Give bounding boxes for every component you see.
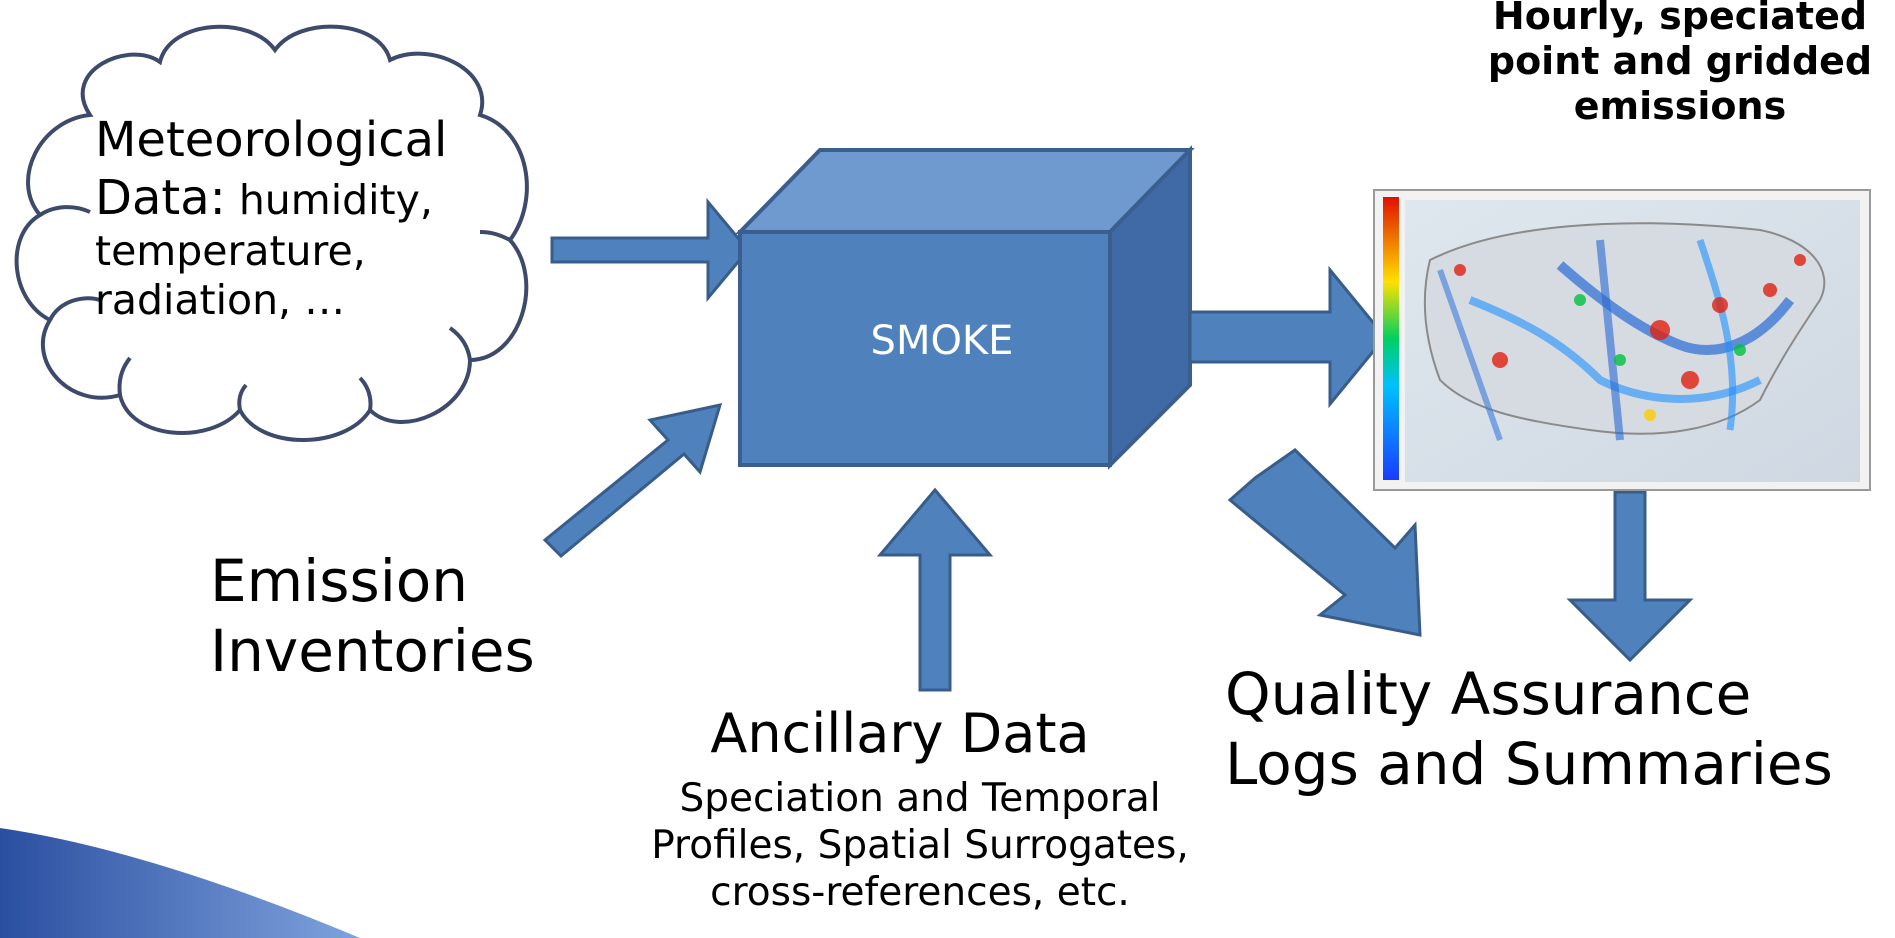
arrow-ancillary-to-smoke xyxy=(876,487,994,692)
arrow-smoke-to-emissions-map xyxy=(1188,265,1387,409)
meteorological-data-detail-line3: radiation, … xyxy=(95,276,346,325)
output-emissions-line1: Hourly, speciated xyxy=(1492,0,1868,38)
cloud-shape xyxy=(14,24,529,442)
arrow-emissions-map-to-quality-assurance xyxy=(1566,490,1694,663)
arrow-emissions-to-smoke xyxy=(542,403,723,559)
arrow-smoke-to-quality-assurance xyxy=(1227,448,1422,637)
meteorological-data-title-line1: Meteorological xyxy=(95,112,448,168)
arrow-meteorology-to-smoke xyxy=(550,197,750,303)
emission-inventories-line1: Emission xyxy=(210,547,469,615)
smoke-box-front xyxy=(738,230,1112,467)
quality-assurance-line1: Quality Assurance xyxy=(1225,660,1752,728)
emission-inventories-label: Emission Inventories xyxy=(210,547,610,686)
ancillary-desc-line2: Profiles, Spatial Surrogates, xyxy=(651,822,1189,868)
ancillary-data-title: Ancillary Data xyxy=(710,702,1090,765)
quality-assurance-line2: Logs and Summaries xyxy=(1225,729,1833,798)
meteorological-data-title-line2: Data xyxy=(95,169,210,226)
ancillary-desc-line3: cross-references, etc. xyxy=(710,869,1130,915)
slide-accent-shape xyxy=(0,828,360,938)
smoke-label: SMOKE xyxy=(870,318,1014,364)
gridded-emissions-map xyxy=(1373,189,1871,491)
emission-inventories-line2: Inventories xyxy=(210,616,535,685)
output-emissions-line3: emissions xyxy=(1573,83,1787,128)
meteorological-data-label: Meteorological Data: humidity, temperatu… xyxy=(95,112,525,326)
meteorological-data-detail-line2: temperature, xyxy=(95,227,366,276)
quality-assurance-label: Quality Assurance Logs and Summaries xyxy=(1225,660,1895,799)
output-emissions-line2: point and gridded xyxy=(1487,38,1873,83)
ancillary-data-description: Speciation and Temporal Profiles, Spatia… xyxy=(590,776,1250,916)
meteorological-data-colon: : xyxy=(209,169,226,226)
meteorological-data-detail-line1: humidity, xyxy=(225,175,433,224)
smoke-box xyxy=(735,145,1195,470)
output-emissions-label: Hourly, speciated point and gridded emis… xyxy=(1465,0,1895,128)
ancillary-desc-line1: Speciation and Temporal xyxy=(679,776,1161,821)
